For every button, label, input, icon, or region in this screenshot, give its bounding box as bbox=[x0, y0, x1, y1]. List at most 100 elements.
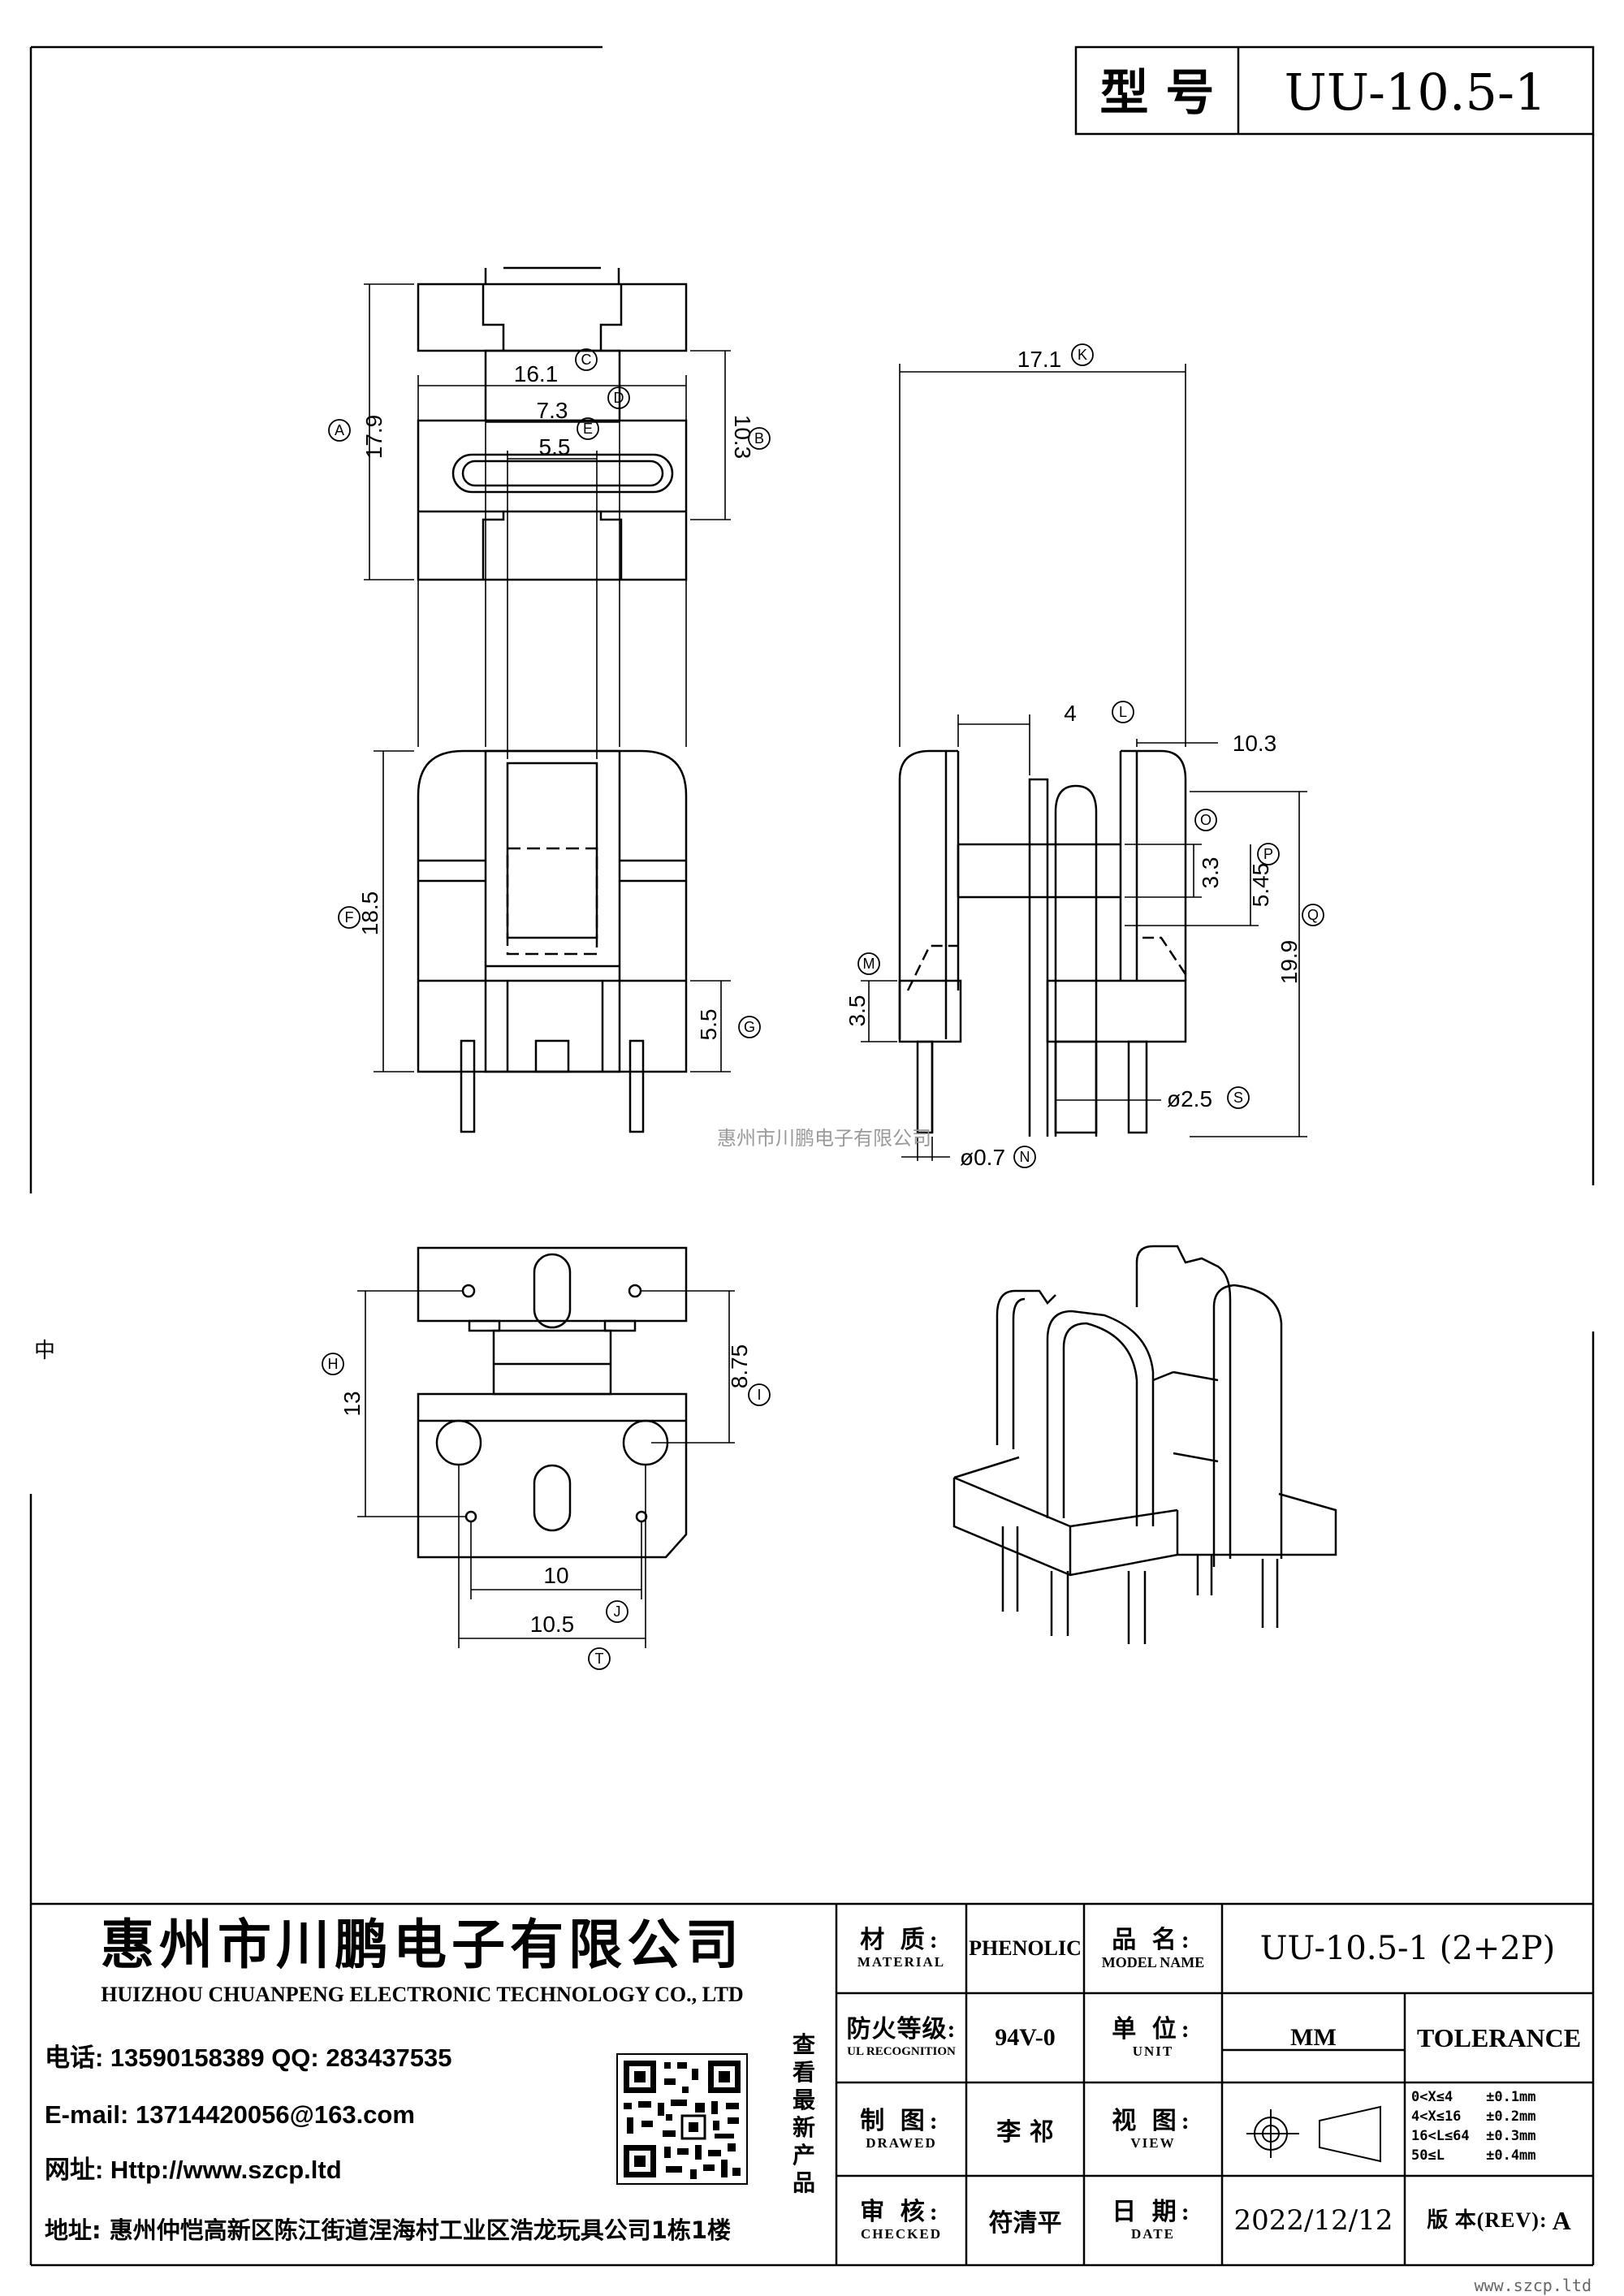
svg-text:C: C bbox=[581, 352, 592, 368]
svg-text:M: M bbox=[863, 956, 875, 972]
dim-d-value: 7.3 bbox=[537, 398, 568, 423]
balloon-c: C bbox=[575, 348, 598, 371]
balloon-t: T bbox=[588, 1647, 611, 1670]
top-view-dims bbox=[364, 283, 731, 580]
svg-text:N: N bbox=[1020, 1149, 1030, 1165]
footer-url: www.szcp.ltd bbox=[1475, 2276, 1592, 2295]
watermark: 惠州市川鹏电子有限公司 bbox=[717, 1127, 931, 1150]
dim-s-value: ø2.5 bbox=[1167, 1086, 1212, 1111]
svg-text:J: J bbox=[614, 1603, 621, 1620]
dim-a-value: 17.9 bbox=[361, 415, 387, 460]
svg-text:F: F bbox=[345, 909, 354, 926]
revision: 版 本(REV): A bbox=[1427, 2205, 1571, 2235]
model-header-label: 型 号 bbox=[1100, 65, 1215, 122]
side-view-dims bbox=[861, 364, 1307, 1161]
svg-text:H: H bbox=[328, 1356, 339, 1372]
front-view bbox=[417, 749, 688, 1133]
bottom-view-dims bbox=[357, 1290, 735, 1648]
svg-text:S: S bbox=[1233, 1090, 1243, 1106]
dim-t-value: 10.5 bbox=[530, 1612, 575, 1637]
balloon-j: J bbox=[606, 1600, 628, 1623]
dim-c-value: 16.1 bbox=[514, 361, 559, 386]
model-name-value: UU-10.5-1 (2+2P) bbox=[1259, 1930, 1556, 1967]
tolerance-row: 0<X≤4 ±0.1mm bbox=[1411, 2089, 1536, 2105]
balloon-p: P bbox=[1257, 843, 1280, 865]
dim-b-value: 10.3 bbox=[730, 415, 755, 460]
dim-j-value: 10 bbox=[543, 1563, 568, 1588]
dim-e-value: 5.5 bbox=[539, 434, 571, 460]
dim-l-value: 4 bbox=[1064, 701, 1077, 726]
ul-value: 94V-0 bbox=[995, 2024, 1056, 2051]
svg-text:B: B bbox=[754, 430, 764, 447]
tolerance-row: 4<X≤16 ±0.2mm bbox=[1411, 2108, 1536, 2125]
edge-mark: 中 bbox=[34, 1339, 55, 1363]
model-name-label: 品 名: MODEL NAME bbox=[1101, 1927, 1205, 1970]
tolerance-table: 0<X≤4 ±0.1mm 4<X≤16 ±0.2mm 16<L≤64 ±0.3m… bbox=[1411, 2088, 1592, 2173]
material-value: PHENOLIC bbox=[969, 1936, 1082, 1960]
company-email: E-mail: 13714420056@163.com bbox=[45, 2100, 415, 2129]
company-phone: 电话: 13590158389 QQ: 283437535 bbox=[45, 2044, 452, 2072]
balloon-o: O bbox=[1194, 809, 1217, 831]
svg-text:K: K bbox=[1078, 347, 1087, 363]
date-label: 日 期: DATE bbox=[1112, 2199, 1194, 2242]
tolerance-row: 50≤L ±0.4mm bbox=[1411, 2147, 1536, 2164]
svg-text:G: G bbox=[744, 1019, 755, 1035]
company-name-cn: 惠州市川鹏电子有限公司 bbox=[101, 1913, 744, 1976]
dim-g-value: 5.5 bbox=[696, 1009, 721, 1041]
svg-text:D: D bbox=[614, 390, 624, 406]
balloon-e: E bbox=[577, 417, 599, 440]
checked-value: 符清平 bbox=[988, 2209, 1062, 2238]
company-address: 地址: 惠州仲恺高新区陈江街道涅海村工业区浩龙玩具公司1栋1楼 bbox=[45, 2216, 731, 2244]
balloon-s: S bbox=[1227, 1086, 1250, 1109]
unit-label: 单 位: UNIT bbox=[1112, 2016, 1194, 2059]
tolerance-row: 16<L≤64 ±0.3mm bbox=[1411, 2128, 1536, 2144]
dim-k-value: 17.1 bbox=[1017, 347, 1062, 372]
balloon-q: Q bbox=[1302, 904, 1324, 926]
date-value: 2022/12/12 bbox=[1233, 2204, 1393, 2237]
qr-code bbox=[616, 2053, 748, 2185]
title-block-grid bbox=[29, 1902, 1595, 2267]
balloon-m: M bbox=[857, 952, 880, 975]
dim-m-value: 3.5 bbox=[844, 995, 870, 1027]
svg-text:I: I bbox=[757, 1387, 761, 1403]
ul-label: 防火等级: UL RECOGNITION bbox=[846, 2016, 957, 2058]
svg-text:A: A bbox=[335, 422, 344, 438]
tolerance-label: TOLERANCE bbox=[1416, 2022, 1582, 2052]
drawn-value: 李 祁 bbox=[996, 2117, 1054, 2147]
svg-text:O: O bbox=[1200, 812, 1212, 828]
balloon-d: D bbox=[607, 386, 630, 409]
qr-caption: 查看最新产品 bbox=[793, 2031, 815, 2196]
drawn-label: 制 图: DRAWED bbox=[860, 2107, 943, 2151]
svg-text:E: E bbox=[583, 421, 593, 437]
balloon-k: K bbox=[1071, 343, 1094, 366]
dim-q-value: 19.9 bbox=[1276, 940, 1302, 985]
side-view bbox=[898, 749, 1187, 1137]
svg-text:Q: Q bbox=[1307, 907, 1319, 923]
top-view bbox=[417, 266, 688, 581]
view-symbol-icon bbox=[1246, 2105, 1381, 2163]
view-label: 视 图: VIEW bbox=[1112, 2107, 1194, 2151]
svg-text:T: T bbox=[595, 1651, 604, 1667]
material-label: 材 质: MATERIAL bbox=[857, 1927, 946, 1970]
svg-text:L: L bbox=[1119, 704, 1127, 720]
balloon-l: L bbox=[1112, 701, 1134, 723]
dim-f-value: 18.5 bbox=[357, 891, 382, 936]
balloon-h: H bbox=[322, 1353, 344, 1375]
model-header-box bbox=[1074, 45, 1595, 136]
dim-n-value: ø0.7 bbox=[960, 1145, 1005, 1170]
model-header-value: UU-10.5-1 bbox=[1285, 63, 1547, 122]
unit-value: MM bbox=[1290, 2024, 1337, 2051]
svg-text:P: P bbox=[1263, 846, 1273, 862]
balloon-a: A bbox=[328, 419, 351, 442]
company-website: 网址: Http://www.szcp.ltd bbox=[45, 2156, 342, 2184]
balloon-i: I bbox=[748, 1383, 771, 1406]
company-name-en: HUIZHOU CHUANPENG ELECTRONIC TECHNOLOGY … bbox=[101, 1983, 743, 2006]
balloon-b: B bbox=[748, 427, 771, 450]
isometric-view bbox=[952, 1245, 1337, 1644]
checked-label: 审 核: CHECKED bbox=[860, 2199, 943, 2242]
front-view-dims bbox=[374, 375, 731, 1072]
dim-p-value: 5.45 bbox=[1248, 863, 1273, 908]
balloon-g: G bbox=[738, 1016, 761, 1038]
balloon-n: N bbox=[1013, 1146, 1036, 1168]
